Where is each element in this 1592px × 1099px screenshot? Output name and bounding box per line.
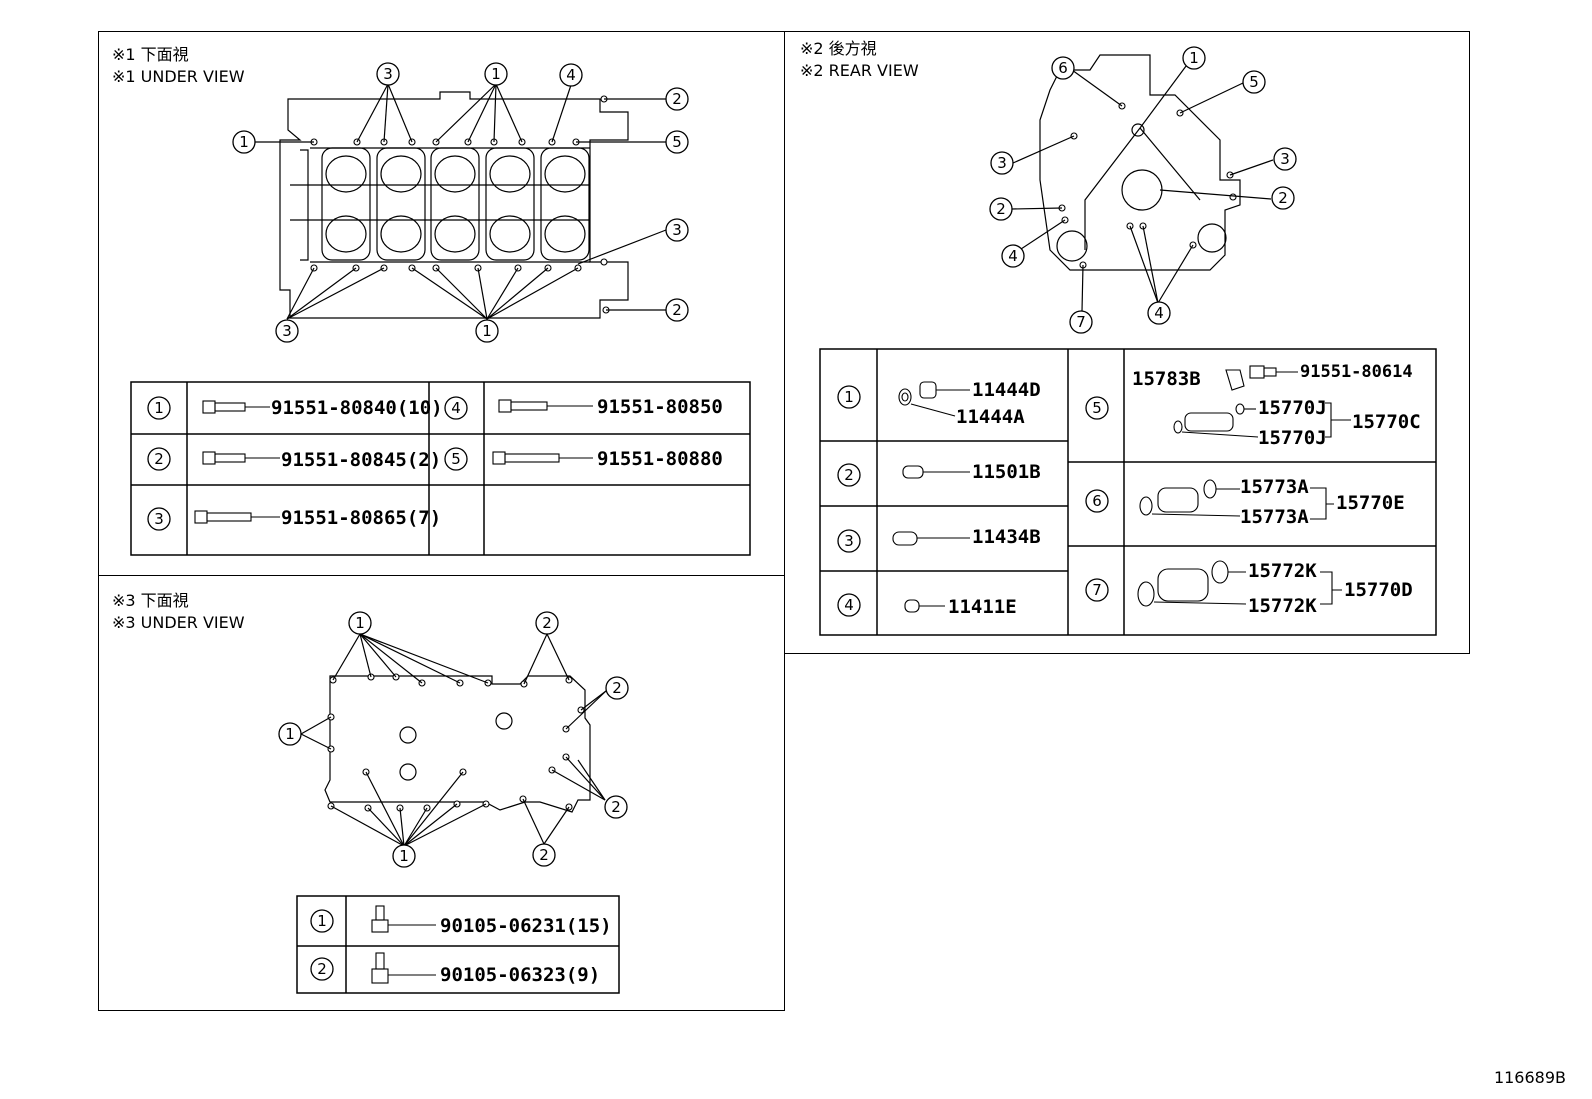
table1-part-5: 91551-80880 bbox=[597, 448, 723, 470]
part-15772K-b: 15772K bbox=[1248, 595, 1317, 617]
callout-3: 3 bbox=[383, 65, 393, 83]
callouts-view-3: 1 2 2 1 2 1 2 bbox=[278, 611, 629, 868]
part-15770C: 15770C bbox=[1352, 411, 1421, 433]
table3-part-1: 90105-06231(15) bbox=[440, 915, 612, 937]
svg-text:1: 1 bbox=[355, 614, 365, 632]
header-under-view-1: ※1 下面視 ※1 UNDER VIEW bbox=[112, 44, 245, 88]
header-rear-view-2-jp: ※2 後方視 bbox=[800, 39, 877, 58]
table1-part-3: 91551-80865(7) bbox=[281, 507, 441, 529]
table1-num-3: 3 bbox=[154, 510, 164, 528]
svg-text:7: 7 bbox=[1076, 313, 1086, 331]
svg-text:3: 3 bbox=[997, 154, 1007, 172]
svg-text:2: 2 bbox=[996, 200, 1006, 218]
panel-rear-view-2 bbox=[784, 31, 1470, 654]
illustration-code: 116689B bbox=[1493, 1068, 1566, 1087]
part-15773A-a: 15773A bbox=[1240, 476, 1309, 498]
parts-table-3: 1 2 90105-06231(15) 90105-06323(9) bbox=[296, 895, 620, 994]
part-15770E: 15770E bbox=[1336, 492, 1405, 514]
table1-num-4: 4 bbox=[451, 399, 461, 417]
part-15770J-b: 15770J bbox=[1258, 427, 1327, 449]
callouts-view-1: 3 1 4 1 2 5 3 2 3 1 bbox=[232, 62, 689, 343]
part-15773A-b: 15773A bbox=[1240, 506, 1309, 528]
svg-text:1: 1 bbox=[285, 725, 295, 743]
callout-1: 1 bbox=[239, 133, 249, 151]
header-rear-view-2: ※2 後方視 ※2 REAR VIEW bbox=[800, 38, 919, 82]
part-15772K-a: 15772K bbox=[1248, 560, 1317, 582]
svg-text:1: 1 bbox=[399, 847, 409, 865]
svg-text:6: 6 bbox=[1058, 59, 1068, 77]
table3-part-2: 90105-06323(9) bbox=[440, 964, 600, 986]
callout-3: 3 bbox=[282, 322, 292, 340]
header-under-view-3-jp: ※3 下面視 bbox=[112, 591, 189, 610]
bolt-holes-view-3 bbox=[327, 673, 585, 812]
part-15770J-a: 15770J bbox=[1258, 397, 1327, 419]
bolt-holes-bottom bbox=[310, 264, 582, 272]
callout-3: 3 bbox=[672, 221, 682, 239]
svg-text:2: 2 bbox=[542, 614, 552, 632]
svg-text:4: 4 bbox=[1154, 304, 1164, 322]
svg-text:3: 3 bbox=[844, 532, 854, 550]
svg-text:2: 2 bbox=[1278, 189, 1288, 207]
bolt-holes-top bbox=[310, 95, 610, 314]
callout-1: 1 bbox=[482, 322, 492, 340]
part-11411E: 11411E bbox=[948, 596, 1017, 618]
parts-table-1: 1 2 3 4 5 91551-80840(10) 91551-80845(2)… bbox=[130, 381, 751, 556]
svg-text:4: 4 bbox=[1008, 247, 1018, 265]
callout-2: 2 bbox=[672, 301, 682, 319]
engine-rear-view bbox=[1011, 54, 1274, 312]
svg-text:7: 7 bbox=[1092, 581, 1102, 599]
part-15770D: 15770D bbox=[1344, 579, 1413, 601]
table1-part-4: 91551-80850 bbox=[597, 396, 723, 418]
svg-text:1: 1 bbox=[1189, 49, 1199, 67]
svg-text:2: 2 bbox=[611, 798, 621, 816]
callout-4: 4 bbox=[566, 66, 576, 84]
header-under-view-3-en: ※3 UNDER VIEW bbox=[112, 613, 245, 632]
svg-text:2: 2 bbox=[844, 466, 854, 484]
table1-part-2: 91551-80845(2) bbox=[281, 449, 441, 471]
table1-num-1: 1 bbox=[154, 399, 164, 417]
engine-block-under-view bbox=[255, 83, 667, 320]
header-rear-view-2-en: ※2 REAR VIEW bbox=[800, 61, 919, 80]
callouts-view-2: 6 1 5 3 3 2 2 4 4 7 bbox=[989, 46, 1297, 334]
part-91551-80614: 91551-80614 bbox=[1300, 362, 1413, 382]
svg-text:5: 5 bbox=[1249, 73, 1259, 91]
header-under-view-1-jp: ※1 下面視 bbox=[112, 45, 189, 64]
panel-under-view-3 bbox=[98, 575, 785, 1011]
table1-num-5: 5 bbox=[451, 450, 461, 468]
part-11444A: 11444A bbox=[956, 406, 1025, 428]
callout-5: 5 bbox=[672, 133, 682, 151]
svg-text:1: 1 bbox=[317, 912, 327, 930]
part-11501B: 11501B bbox=[972, 461, 1041, 483]
svg-text:1: 1 bbox=[844, 388, 854, 406]
oil-pan-under-view bbox=[300, 633, 607, 847]
part-11444D: 11444D bbox=[972, 379, 1041, 401]
svg-text:6: 6 bbox=[1092, 492, 1102, 510]
header-under-view-3: ※3 下面視 ※3 UNDER VIEW bbox=[112, 590, 245, 634]
callout-2: 2 bbox=[672, 90, 682, 108]
svg-text:5: 5 bbox=[1092, 399, 1102, 417]
svg-text:2: 2 bbox=[612, 679, 622, 697]
svg-text:2: 2 bbox=[317, 960, 327, 978]
parts-table-2: 1 2 3 4 5 6 7 bbox=[819, 348, 1437, 636]
cylinder-bores bbox=[321, 147, 590, 261]
svg-text:2: 2 bbox=[539, 846, 549, 864]
part-11434B: 11434B bbox=[972, 526, 1041, 548]
svg-text:3: 3 bbox=[1280, 150, 1290, 168]
table1-part-1: 91551-80840(10) bbox=[271, 397, 443, 419]
table1-num-2: 2 bbox=[154, 450, 164, 468]
callout-1: 1 bbox=[491, 65, 501, 83]
svg-text:4: 4 bbox=[844, 596, 854, 614]
part-15783B: 15783B bbox=[1132, 368, 1201, 390]
header-under-view-1-en: ※1 UNDER VIEW bbox=[112, 67, 245, 86]
